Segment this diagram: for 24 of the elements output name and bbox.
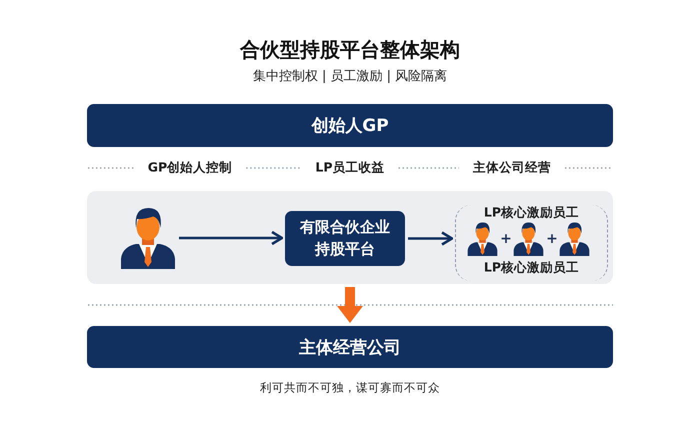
arrow (179, 230, 284, 246)
background-panel (87, 191, 613, 284)
arrow (337, 287, 363, 323)
title: 合伙型持股平台整体架构 (240, 36, 460, 64)
arrow (408, 231, 454, 246)
company-bar (87, 326, 613, 368)
person-icon (467, 222, 498, 256)
column-heading: GP创始人控制 (148, 160, 232, 176)
platform-label: 有限合伙企业持股平台 (298, 216, 391, 260)
person-icon (120, 207, 176, 269)
group-label: LP核心激励员工 (484, 204, 580, 222)
header-bar (87, 104, 613, 147)
caption: 利可共而不可独，谋可寡而不可众 (260, 380, 440, 396)
platform-box (285, 211, 405, 266)
subtitle: 集中控制权 | 员工激励 | 风险隔离 (252, 68, 448, 85)
group-label: LP核心激励员工 (484, 260, 580, 276)
bar-title: 主体经营公司 (299, 336, 401, 358)
plus-sign: + (546, 231, 558, 247)
column-heading: LP员工收益 (315, 160, 385, 176)
column-heading: 主体公司经营 (473, 160, 551, 176)
person-icon (559, 222, 590, 256)
person-icon (513, 222, 544, 256)
bar-title: 创始人GP (311, 115, 389, 137)
plus-sign: + (500, 231, 512, 247)
